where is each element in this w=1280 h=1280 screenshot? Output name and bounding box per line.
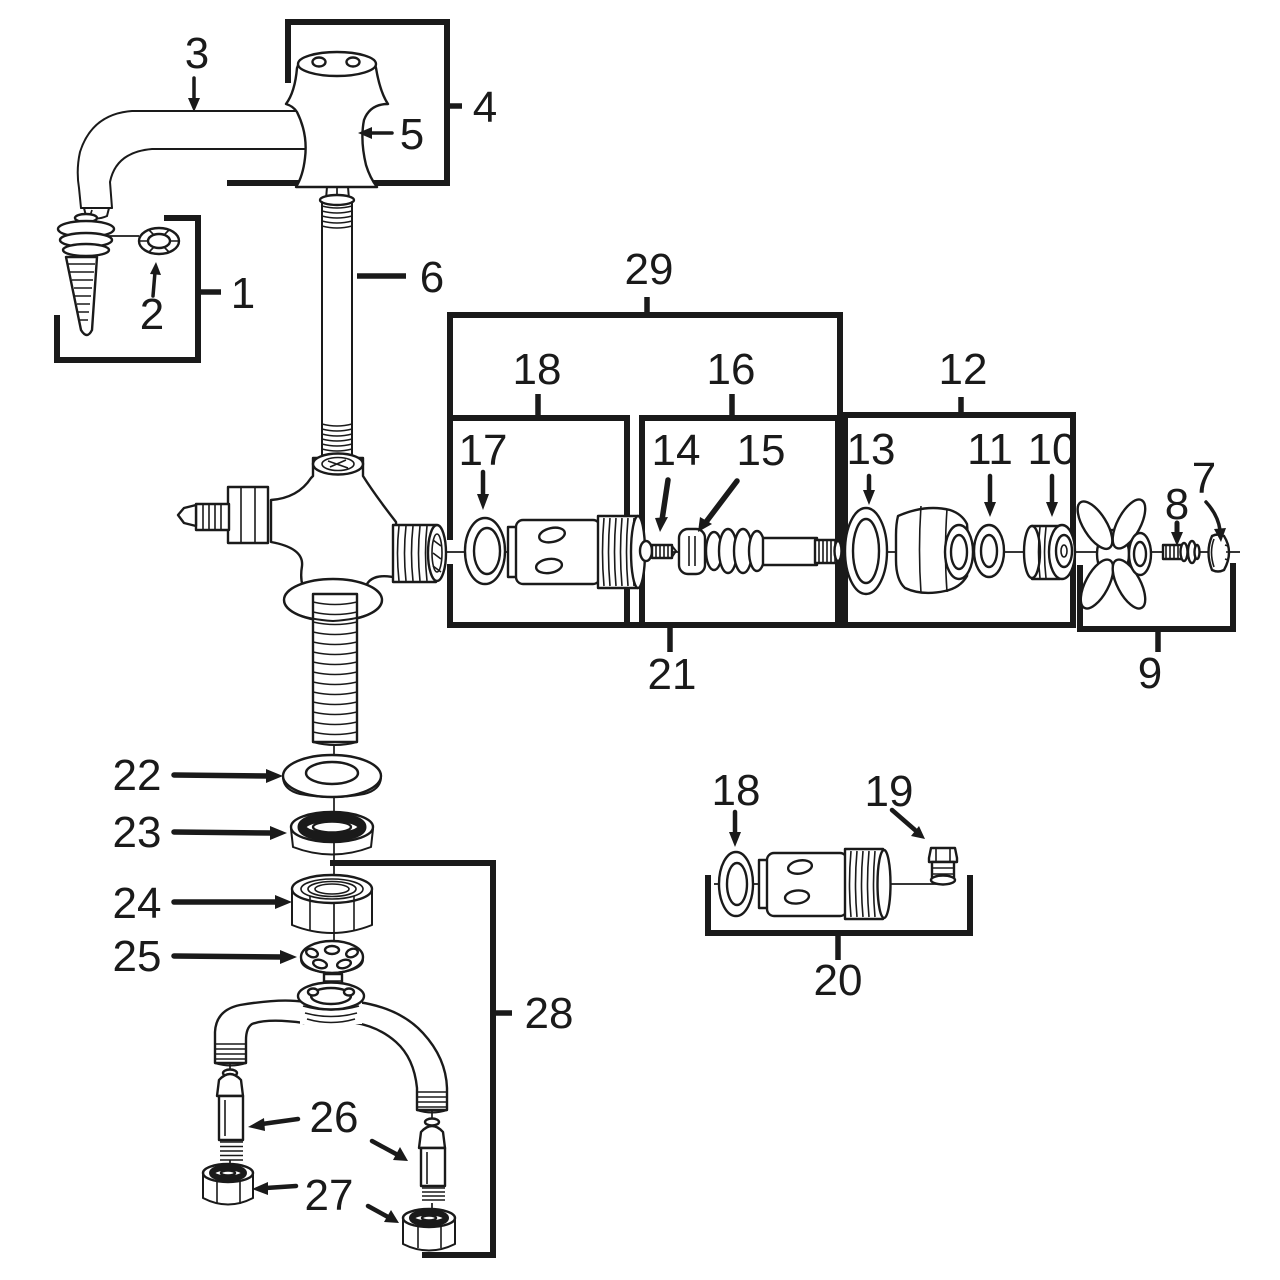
callout-17: 17 [459,426,508,475]
spare-washer-18 [717,850,755,918]
spare-cartridge-20 [757,847,892,921]
bonnet-ring-13 [843,506,889,596]
callout-4: 4 [473,83,497,132]
outlet-washer-2 [137,226,181,256]
stem-blade-tip [176,503,198,528]
valve-stem-assembly [704,527,843,575]
stem-shaft [194,502,231,532]
stem-hex-collar [226,485,270,545]
valve-seat-19 [927,846,959,886]
callout-28: 28 [525,989,574,1038]
callout-24: 24 [113,879,162,928]
stem-screw-14 [638,539,678,563]
packing-washer-17 [463,516,507,586]
cross-handle [1076,498,1153,610]
callout-7: 7 [1192,454,1216,503]
index-button-7 [1207,533,1231,573]
callout-5: 5 [400,110,424,159]
arrow-27-left [263,1183,299,1191]
group-box-1 [54,215,201,363]
callout-25: 25 [113,932,162,981]
arrow-25 [171,953,285,960]
callout-11: 11 [967,425,1013,474]
callout-21: 21 [648,650,697,699]
callout-12: 12 [939,345,988,394]
callout-1: 1 [231,269,255,318]
riser-tube-6 [318,193,356,459]
bridge-manifold-28 [213,981,449,1114]
centerlines [87,186,1240,1214]
leader-ticks [198,103,1161,1016]
callout-15: 15 [737,426,786,475]
spout-cap-top [296,50,378,78]
callout-22: 22 [113,751,162,800]
callout-26: 26 [310,1093,359,1142]
arrow-15 [703,478,740,525]
arrow-2 [151,270,157,298]
tailpiece-26-left [215,1068,245,1161]
callout-23: 23 [113,808,162,857]
bonnet-washer-11 [972,523,1006,579]
spray-disc-25 [299,939,365,990]
arrow-19 [889,807,918,833]
callout-labels: 3 4 5 6 1 2 29 18 16 12 17 14 15 13 11 1… [113,29,1217,1220]
callout-arrows [150,76,1226,1223]
coupling-nut-27-left [201,1162,255,1206]
callout-14: 14 [652,426,701,475]
tailpiece-26-right [417,1117,447,1201]
callout-20: 20 [814,956,863,1005]
arrow-14 [659,477,671,523]
cartridge-barrel-18 [506,514,647,590]
handle-screw-8 [1161,539,1201,565]
stem-adapter-10 [1022,523,1077,581]
top-washer-22 [281,753,383,799]
callout-29: 29 [625,245,674,294]
faucet-body [176,452,448,746]
callout-6: 6 [420,253,444,302]
arrow-27-right [365,1203,391,1220]
coupling-nut-24 [290,873,374,934]
arrow-23 [171,829,275,836]
callout-16: 16 [707,345,756,394]
callout-13: 13 [847,425,896,474]
callout-2: 2 [140,290,164,339]
callout-10: 10 [1028,425,1077,474]
callout-18b: 18 [712,766,761,815]
callout-9: 9 [1138,649,1162,698]
callout-27: 27 [305,1171,354,1220]
spout-base-body [284,52,390,189]
lock-nut-23 [289,810,375,856]
coupling-nut-27-right [401,1207,457,1252]
arrow-22 [171,772,271,779]
arrow-26-left [259,1116,301,1127]
group-bracket-28 [330,860,496,1258]
callout-19: 19 [865,767,914,816]
arrow-26-right [369,1138,399,1157]
serrated-outlet-tip [56,212,116,337]
seat-disc-15 [677,527,707,576]
arrow-7 [1204,500,1222,532]
threaded-shank [311,592,359,744]
callout-18a: 18 [513,345,562,394]
callout-3: 3 [185,29,209,78]
bonnet-nut [894,505,975,595]
callout-8: 8 [1165,480,1189,529]
spout [76,50,390,220]
